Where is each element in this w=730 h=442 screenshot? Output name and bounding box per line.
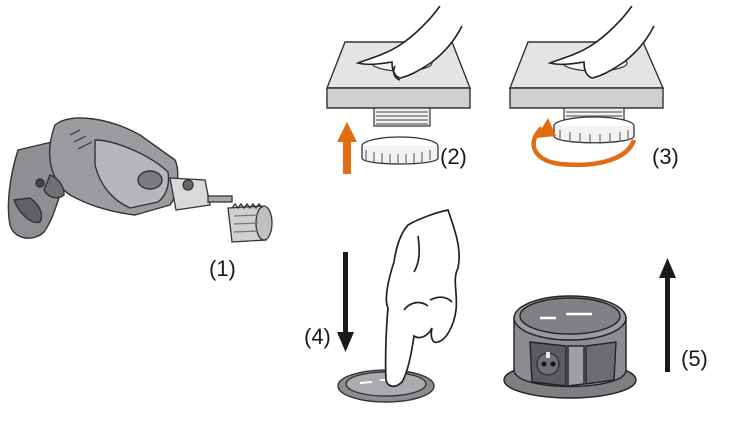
step-3-label: (3)	[652, 144, 679, 169]
hole-saw-icon	[227, 202, 273, 243]
nut-ring-icon	[361, 136, 439, 165]
lift-up-arrow	[659, 258, 676, 372]
drill-icon	[7, 117, 179, 239]
step-5-label: (5)	[681, 346, 708, 371]
press-down-arrow	[337, 252, 354, 352]
rotate-arrow	[531, 118, 637, 168]
flush-lid	[337, 369, 435, 403]
step-1-label: (1)	[209, 256, 236, 281]
hand-icon	[355, 5, 463, 81]
hand-icon-3	[547, 5, 655, 79]
threaded-ring-icon	[373, 107, 431, 127]
step-4-label: (4)	[304, 324, 331, 349]
step-4-illustration	[337, 209, 460, 403]
step-5-illustration	[503, 258, 676, 399]
nut-ring-icon-3	[553, 116, 635, 144]
socket-tower-icon	[503, 295, 637, 399]
push-up-arrow	[337, 122, 357, 174]
step-3-illustration	[508, 5, 665, 168]
finger-press-icon	[384, 209, 460, 388]
drill-chuck	[169, 177, 233, 211]
step-2-label: (2)	[440, 144, 467, 169]
step-2-illustration	[325, 5, 472, 174]
step-1-drill-illustration	[7, 117, 273, 243]
